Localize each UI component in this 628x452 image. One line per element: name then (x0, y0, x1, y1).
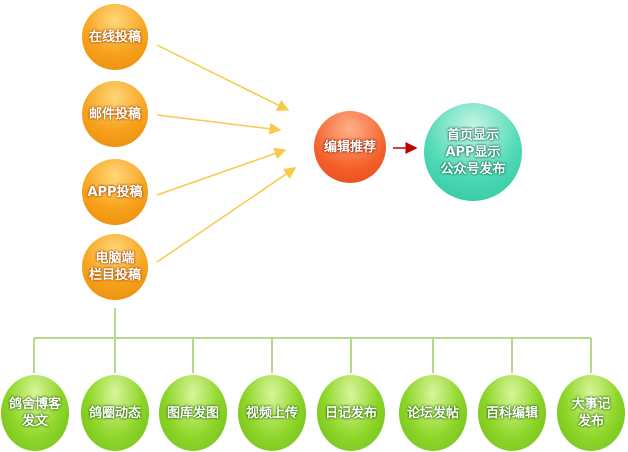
channel-events: 大事记 发布 (557, 375, 625, 451)
source-pc: 电脑端 栏目投稿 (82, 234, 148, 300)
channel-video: 视频上传 (238, 375, 306, 451)
display-targets: 首页显示 APP显示 公众号发布 (424, 103, 522, 201)
editor-recommend: 编辑推荐 (314, 111, 386, 183)
channel-gallery: 图库发图 (159, 375, 227, 451)
label: 首页显示 (446, 127, 499, 143)
label: 百科编辑 (485, 405, 538, 421)
channel-blog: 鸽舍博客 发文 (1, 375, 69, 451)
label: 公众号发布 (440, 161, 506, 177)
label: 视频上传 (245, 405, 298, 421)
label: 邮件投稿 (88, 106, 141, 122)
source-email: 邮件投稿 (82, 81, 148, 147)
channel-diary: 日记发布 (317, 375, 385, 451)
label: 电脑端 栏目投稿 (88, 251, 141, 283)
label: APP投稿 (87, 184, 143, 200)
label: 图库发图 (166, 405, 219, 421)
label: 编辑推荐 (323, 139, 376, 155)
label: 日记发布 (324, 405, 377, 421)
label: 大事记 发布 (571, 397, 611, 429)
arrow-email (156, 114, 282, 135)
channel-forum: 论坛发帖 (399, 375, 467, 451)
channel-circle: 鸽圈动态 (81, 375, 149, 451)
label: APP显示 (445, 144, 501, 160)
source-online: 在线投稿 (82, 4, 148, 70)
label: 论坛发帖 (406, 405, 459, 421)
label: 鸽舍博客 发文 (8, 397, 61, 429)
label: 在线投稿 (88, 29, 141, 45)
channel-wiki: 百科编辑 (478, 375, 546, 451)
arrow-pc (156, 167, 297, 263)
arrow-online (156, 44, 290, 111)
source-app: APP投稿 (82, 159, 148, 225)
label: 鸽圈动态 (88, 405, 141, 421)
arrow-app (156, 147, 287, 196)
